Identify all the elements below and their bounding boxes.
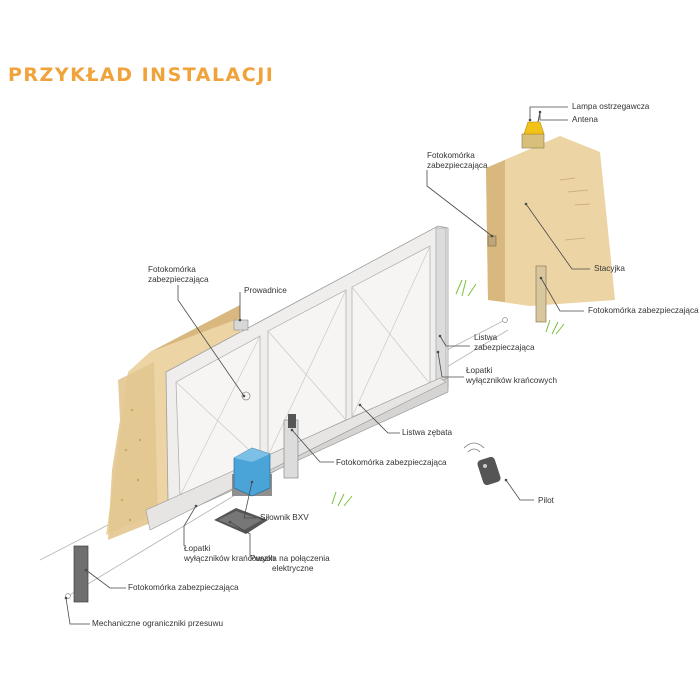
remote-control [463, 442, 501, 486]
label-puszka-2: elektryczne [272, 564, 314, 573]
label-ograniczniki: Mechaniczne ograniczniki przesuwu [92, 619, 224, 628]
page-title: PRZYKŁAD INSTALACJI [8, 64, 275, 86]
label-lopatki-left-2: wyłączników krańcowych [183, 554, 275, 563]
label-silownik: Siłownik BXV [260, 513, 309, 522]
label-fotocell-top-1: Fotokomórka [427, 151, 475, 160]
motor-bxv [232, 447, 272, 497]
label-listwa-zebata: Listwa zębata [402, 428, 453, 437]
photocell-posts [73, 235, 547, 603]
label-antena: Antena [572, 115, 598, 124]
label-lopatki-left-1: Łopatki [184, 544, 211, 553]
label-listwa-zab-1: Listwa [474, 333, 498, 342]
label-puszka-1: Puszka na połączenia [250, 554, 330, 563]
grass-tufts [331, 279, 565, 507]
leader-lines [64, 106, 590, 625]
label-fotocell-top-2: zabezpieczająca [427, 161, 488, 170]
junction-box [214, 508, 268, 534]
label-lopatki-right-1: Łopatki [466, 366, 493, 375]
label-fotocell-right: Fotokomórka zabezpieczająca [588, 306, 699, 315]
label-stacyjka: Stacyjka [594, 264, 625, 273]
label-fotocell-mid: Fotokomórka zabezpieczająca [336, 458, 447, 467]
right-pillar [486, 136, 615, 306]
warning-lamp [521, 111, 545, 149]
label-fotocell-bottom: Fotokomórka zabezpieczająca [128, 583, 239, 592]
label-pilot: Pilot [538, 496, 555, 505]
label-prowadnice: Prowadnice [244, 286, 287, 295]
label-fotocell-left-2: zabezpieczająca [148, 275, 209, 284]
label-lampa: Lampa ostrzegawcza [572, 102, 650, 111]
label-fotocell-left-1: Fotokomórka [148, 265, 196, 274]
label-listwa-zab-2: zabezpieczająca [474, 343, 535, 352]
labels: Lampa ostrzegawcza Antena Fotokomórka za… [92, 102, 699, 628]
label-lopatki-right-2: wyłączników krańcowych [465, 376, 557, 385]
